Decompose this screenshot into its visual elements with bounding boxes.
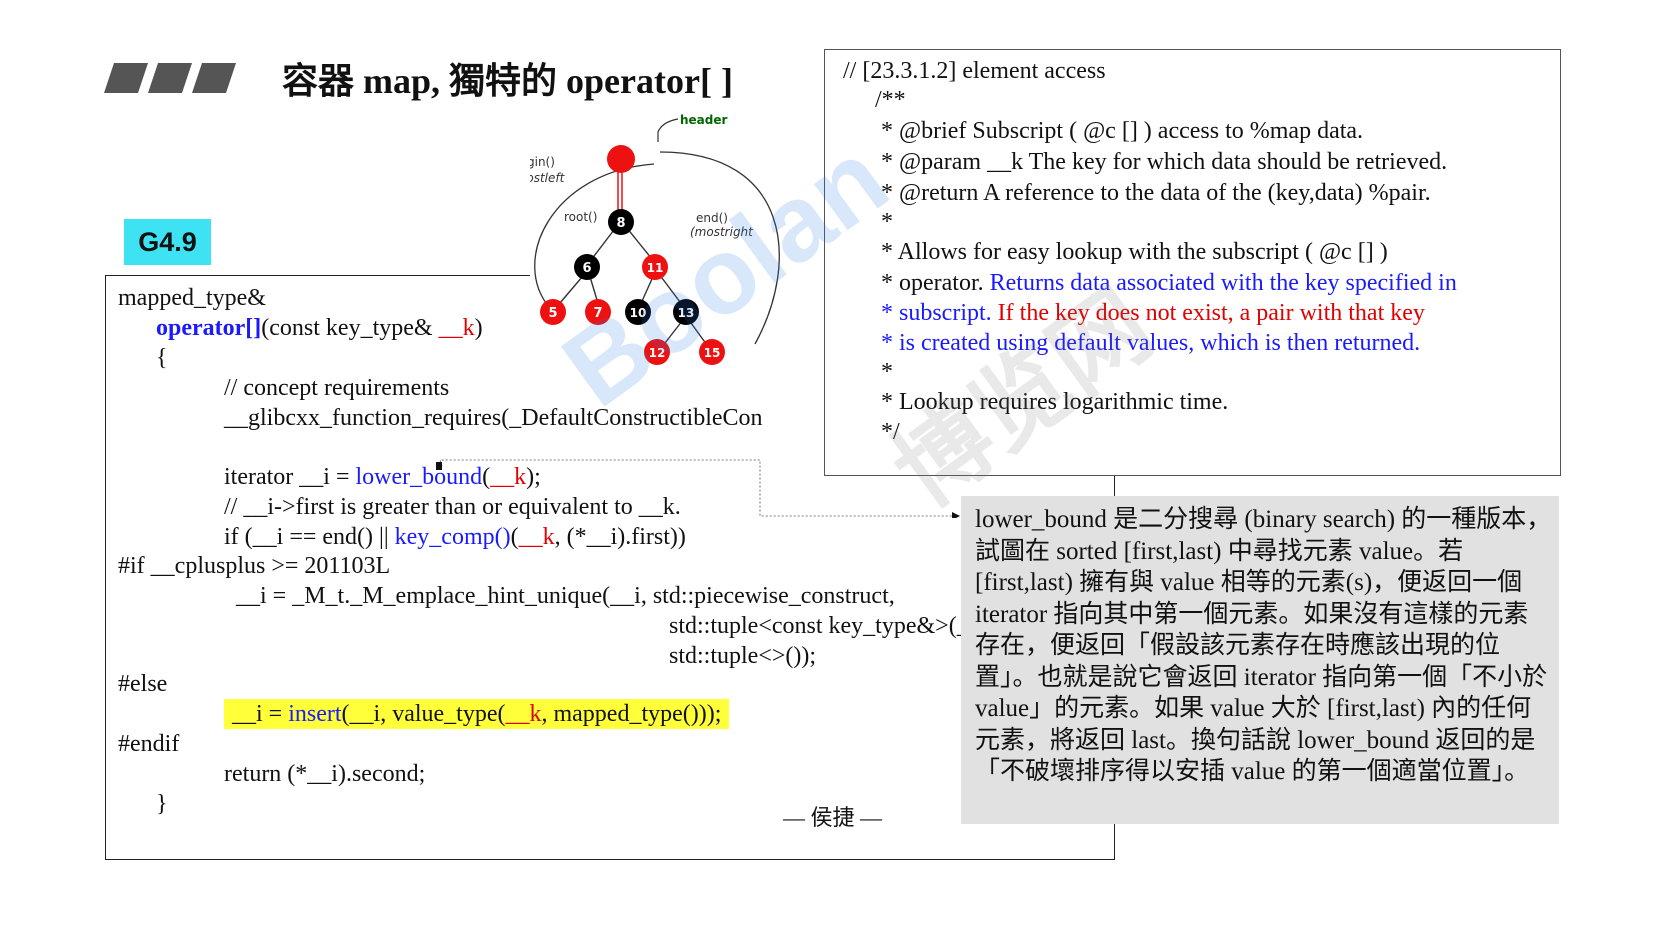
title-decoration-bars — [104, 63, 236, 93]
comment-line: * — [881, 209, 893, 235]
code-line: // concept requirements — [224, 375, 450, 401]
tree-node-8 — [608, 209, 634, 235]
tree-node-label: 15 — [704, 346, 721, 360]
code-line: #endif — [118, 731, 180, 757]
tree-node-label: 12 — [649, 346, 666, 360]
code-line: std::tuple<>()); — [669, 643, 817, 669]
begin-sublabel: (mostleft — [530, 171, 566, 185]
code-line: iterator __i = lower_bound(__k); — [224, 464, 541, 490]
tree-node-label: 5 — [548, 306, 557, 321]
note-text: lower_bound 是二分搜尋 (binary search) 的一種版本，… — [975, 506, 1552, 785]
tree-node-13 — [673, 299, 699, 325]
comment-line: * operator. Returns data associated with… — [881, 270, 1457, 296]
leftmost-link — [534, 163, 655, 309]
lower-bound-note: lower_bound 是二分搜尋 (binary search) 的一種版本，… — [961, 496, 1559, 824]
rightmost-link — [659, 151, 780, 345]
comment-line: * @return A reference to the data of the… — [881, 180, 1431, 206]
code-line: { — [156, 345, 168, 371]
comment-line: /** — [875, 87, 906, 113]
code-line: } — [156, 791, 168, 817]
comment-line: * is created using default values, which… — [881, 330, 1421, 356]
tree-node-label: 8 — [616, 216, 625, 231]
code-line: __glibcxx_function_requires(_DefaultCons… — [224, 405, 763, 431]
comment-line: * Lookup requires logarithmic time. — [881, 389, 1229, 415]
tree-node-6 — [574, 254, 600, 280]
code-line: return (*__i).second; — [224, 761, 426, 787]
code-line: #if __cplusplus >= 201103L — [118, 553, 391, 579]
code-line: __i = _M_t._M_emplace_hint_unique(__i, s… — [236, 583, 895, 609]
code-line: if (__i == end() || key_comp()(__k, (*__… — [224, 524, 686, 550]
tree-node-label: 7 — [593, 306, 602, 321]
end-sublabel: (mostright — [690, 225, 754, 239]
tree-node-label: 6 — [582, 261, 591, 276]
code-line: // __i->first is greater than or equival… — [224, 494, 681, 520]
tree-node-15 — [699, 339, 725, 365]
tree-node-5 — [540, 299, 566, 325]
tree-node-label: 11 — [647, 261, 664, 275]
tree-node-label: 13 — [678, 306, 695, 320]
comment-line: * — [881, 359, 893, 385]
comment-line: * Allows for easy lookup with the subscr… — [881, 239, 1388, 265]
root-label: root() — [564, 210, 597, 224]
code-line: std::tuple<const key_type&>(__k), — [669, 613, 1007, 639]
tree-node-11 — [642, 254, 668, 280]
comment-line: * subscript. If the key does not exist, … — [881, 300, 1425, 326]
header-label: header — [680, 113, 728, 127]
tree-node-label: 10 — [630, 306, 647, 320]
tree-node-10 — [625, 299, 651, 325]
version-badge: G4.9 — [124, 219, 211, 265]
comment-line: // [23.3.1.2] element access — [843, 58, 1106, 84]
end-label: end() — [696, 211, 728, 225]
begin-label: begin() — [530, 155, 555, 169]
tree-node-12 — [644, 339, 670, 365]
tree-header-node — [607, 145, 635, 173]
doc-comment-box: // [23.3.1.2] element access /** * @brie… — [824, 49, 1561, 476]
author-credit: — 侯捷 — — [783, 805, 883, 830]
comment-line: * @brief Subscript ( @c [] ) access to %… — [881, 118, 1364, 144]
comment-line: * @param __k The key for which data shou… — [881, 149, 1448, 175]
tree-node-7 — [585, 299, 611, 325]
code-line: #else — [118, 671, 168, 697]
code-line-highlighted: __i = insert(__i, value_type(__k, mapped… — [224, 699, 730, 729]
code-line: mapped_type& — [118, 285, 266, 311]
slide-title: 容器 map, 獨特的 operator[ ] — [282, 61, 733, 101]
comment-line: */ — [881, 419, 900, 445]
code-line: operator[](const key_type& __k) — [156, 315, 483, 341]
connector-line — [436, 459, 960, 518]
